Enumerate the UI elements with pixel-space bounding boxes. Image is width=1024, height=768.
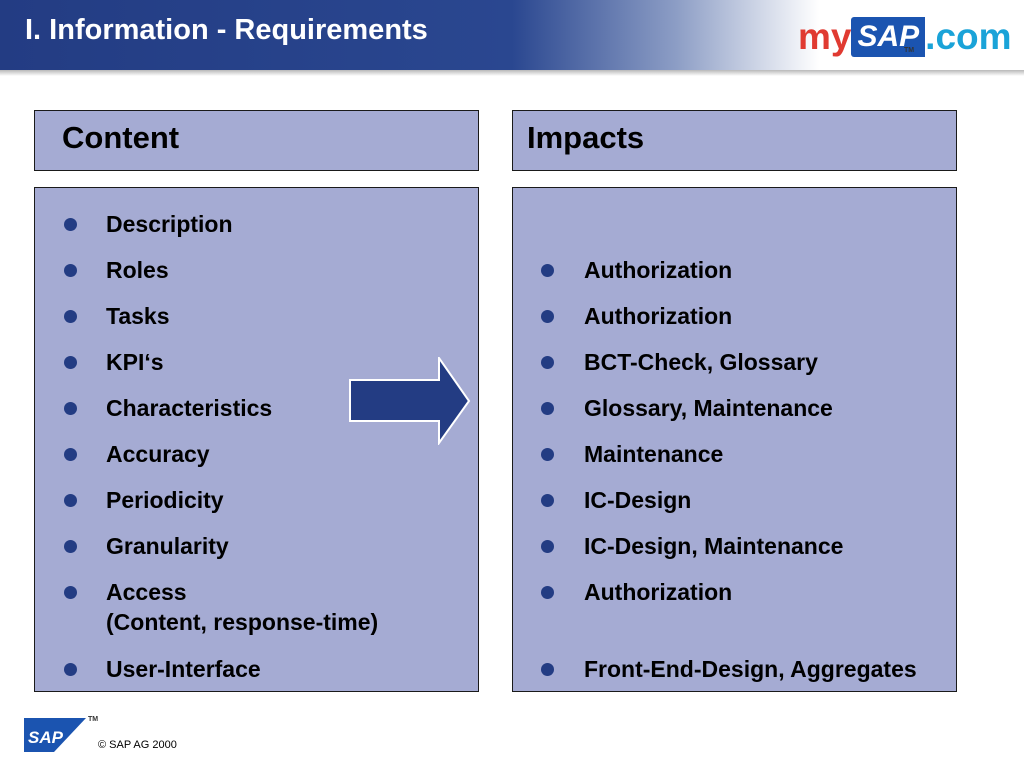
bullet-icon [64, 310, 77, 323]
impacts-panel-body [512, 187, 957, 692]
content-list-item: Granularity [106, 533, 229, 559]
bullet-icon [64, 402, 77, 415]
logo-my: my [798, 16, 852, 57]
bullet-icon [64, 663, 77, 676]
content-panel-title: Content [62, 120, 180, 155]
impacts-list-item: Authorization [584, 257, 733, 283]
content-panel-body [34, 187, 479, 692]
content-list-item: (Content, response-time) [106, 609, 379, 635]
impacts-list-item: IC-Design, Maintenance [584, 533, 844, 559]
content-list-item: Description [106, 211, 233, 237]
bullet-icon [541, 663, 554, 676]
content-list-item: Tasks [106, 303, 170, 329]
bullet-icon [541, 264, 554, 277]
content-list-item: Periodicity [106, 487, 224, 513]
bullet-icon [541, 402, 554, 415]
impacts-list-item: Authorization [584, 303, 733, 329]
bullet-icon [64, 218, 77, 231]
footer-copyright: © SAP AG 2000 [98, 739, 177, 751]
content-list-item: Roles [106, 257, 169, 283]
footer-trademark: TM [88, 716, 99, 723]
bullet-icon [541, 448, 554, 461]
page-title: I. Information - Requirements [25, 14, 428, 46]
bullet-icon [64, 494, 77, 507]
content-list-item: KPI‘s [106, 349, 164, 375]
right-arrow-icon [349, 357, 471, 445]
impacts-list-item: Maintenance [584, 441, 724, 467]
content-list-item: Characteristics [106, 395, 273, 421]
bullet-icon [64, 356, 77, 369]
bullet-icon [541, 310, 554, 323]
impacts-list-item: Authorization [584, 579, 733, 605]
impacts-list-item: IC-Design [584, 487, 692, 513]
impacts-panel-title: Impacts [527, 120, 645, 155]
logo-sap: SAP [851, 17, 926, 57]
content-list-item: User-Interface [106, 656, 261, 682]
content-list-item: Access [106, 579, 187, 605]
bullet-icon [64, 586, 77, 599]
content-panel-header: Content [34, 110, 479, 171]
bullet-icon [541, 586, 554, 599]
bullet-icon [64, 264, 77, 277]
impacts-list-item: Glossary, Maintenance [584, 395, 833, 421]
content-list-item: Accuracy [106, 441, 210, 467]
bullet-icon [541, 494, 554, 507]
sap-footer-logo-icon: SAP [24, 718, 86, 752]
impacts-list-item: Front-End-Design, Aggregates [584, 656, 917, 682]
impacts-panel-header: Impacts [512, 110, 957, 171]
header-shadow [0, 70, 1024, 76]
footer-logo-text: SAP [28, 728, 64, 747]
bullet-icon [64, 540, 77, 553]
logo-com: .com [925, 16, 1012, 57]
logo-trademark: TM [904, 47, 915, 54]
bullet-icon [64, 448, 77, 461]
bullet-icon [541, 356, 554, 369]
impacts-list-item: BCT-Check, Glossary [584, 349, 818, 375]
bullet-icon [541, 540, 554, 553]
